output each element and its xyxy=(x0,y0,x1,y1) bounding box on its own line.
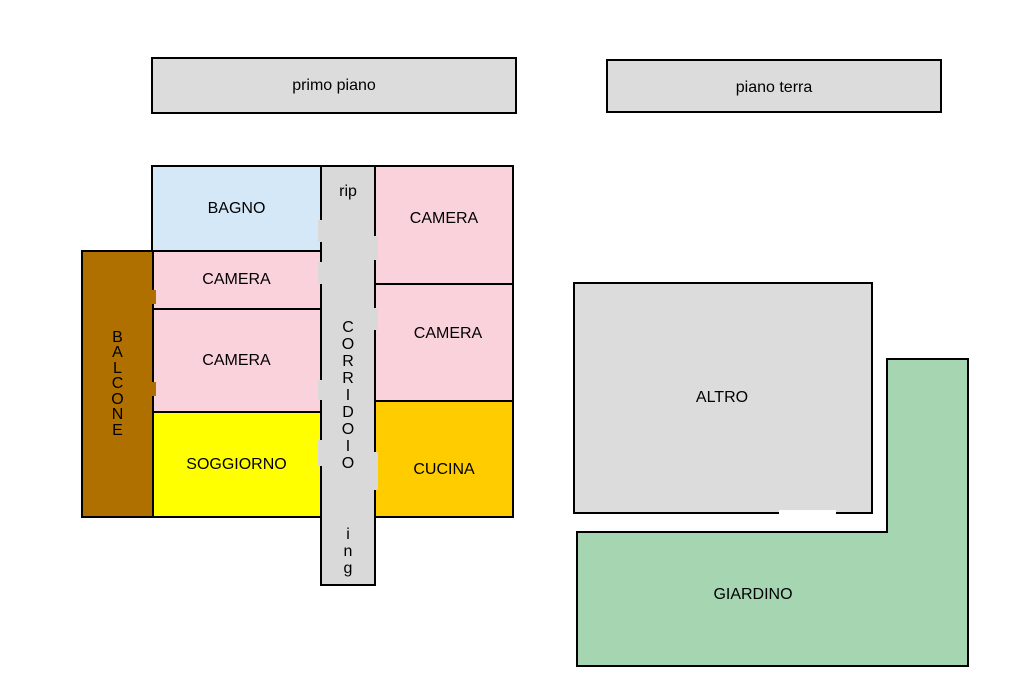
vertical-letter: C xyxy=(111,375,124,393)
room-cucina: CUCINA xyxy=(374,400,514,518)
room-giardino-label-wrap: GIARDINO xyxy=(577,532,887,666)
vertical-letter: E xyxy=(112,421,123,439)
vertical-letter: R xyxy=(342,370,354,387)
room-camera-1-label: CAMERA xyxy=(202,271,271,288)
ground-floor-label: piano terra xyxy=(735,79,813,96)
vertical-letter: N xyxy=(111,406,124,424)
vertical-letter: I xyxy=(345,438,351,455)
vertical-letter: B xyxy=(112,328,123,346)
door-gap-soggiorno xyxy=(318,440,324,466)
room-giardino-shape xyxy=(576,358,969,667)
door-gap-bagno xyxy=(318,220,324,242)
room-camera-3: CAMERA xyxy=(374,165,514,285)
altro-door-gap xyxy=(779,510,836,516)
vertical-letter: O xyxy=(341,336,355,353)
door-gap-camera1 xyxy=(318,262,324,284)
vertical-letter: R xyxy=(342,353,354,370)
room-camera-3-label: CAMERA xyxy=(409,210,479,227)
room-camera-2: CAMERA xyxy=(151,308,322,413)
vertical-letter: D xyxy=(342,404,354,421)
vertical-letter: i xyxy=(346,525,350,543)
first-floor-header: primo piano xyxy=(151,57,517,114)
door-gap-camera3 xyxy=(372,236,378,260)
room-camera-2-label: CAMERA xyxy=(202,351,271,369)
room-giardino-label: GIARDINO xyxy=(713,586,793,603)
room-altro-label: ALTRO xyxy=(695,389,749,406)
vertical-letter: I xyxy=(345,387,351,404)
balcone-window-2 xyxy=(150,382,156,396)
room-soggiorno-label: SOGGIORNO xyxy=(186,455,287,473)
vertical-letter: O xyxy=(111,390,124,408)
room-altro: ALTRO xyxy=(573,282,873,514)
vertical-letter: g xyxy=(343,559,353,577)
first-floor-label: primo piano xyxy=(292,76,376,94)
door-gap-cucina xyxy=(372,452,378,490)
ground-floor-header: piano terra xyxy=(606,59,942,113)
vertical-letter: A xyxy=(112,344,123,362)
room-bagno-label: BAGNO xyxy=(207,199,266,217)
room-ripostiglio-label: rip xyxy=(339,183,357,200)
door-gap-ingresso xyxy=(322,514,374,519)
door-gap-camera4 xyxy=(372,308,378,330)
door-gap-ripostiglio xyxy=(322,206,374,210)
vertical-letter: O xyxy=(341,455,355,472)
vertical-letter: n xyxy=(343,542,353,560)
room-camera-4: CAMERA xyxy=(374,283,514,402)
vertical-letter: O xyxy=(341,421,355,438)
room-camera-4-label: CAMERA xyxy=(413,324,483,342)
room-bagno: BAGNO xyxy=(151,165,322,252)
vertical-letter: L xyxy=(113,359,122,377)
room-cucina-label: CUCINA xyxy=(413,461,475,478)
door-gap-camera2 xyxy=(318,380,324,400)
balcone-window-1 xyxy=(150,290,156,304)
vertical-letter: C xyxy=(342,319,354,336)
